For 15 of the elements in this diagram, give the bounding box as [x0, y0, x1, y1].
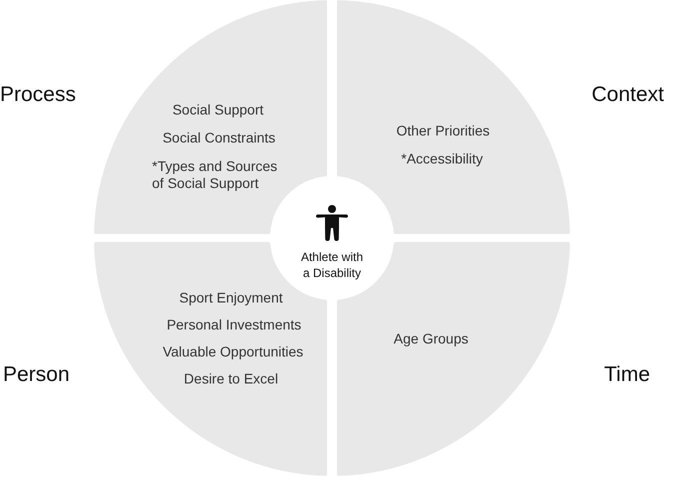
factor-text: Social Constraints: [162, 130, 276, 146]
factor-text: *Types and Sources of Social Support: [152, 158, 278, 192]
factor-text: Social Support: [172, 102, 264, 118]
factor-text: Personal Investments: [166, 316, 302, 334]
quadrant-heading: Time: [604, 363, 650, 387]
factor-text: *Accessibility: [401, 150, 483, 168]
factor-text: Desire to Excel: [184, 370, 278, 388]
quadrant-heading: Process: [0, 83, 76, 107]
factor-text: Age Groups: [394, 330, 468, 348]
factor-text: Sport Enjoyment: [179, 290, 283, 306]
quadrant-heading: Context: [592, 83, 664, 107]
center-label: Athlete with a Disability: [300, 249, 364, 281]
quadrant-heading: Person: [3, 363, 70, 387]
factor-text: Valuable Opportunities: [162, 344, 304, 360]
factor-text: Other Priorities: [396, 122, 490, 140]
